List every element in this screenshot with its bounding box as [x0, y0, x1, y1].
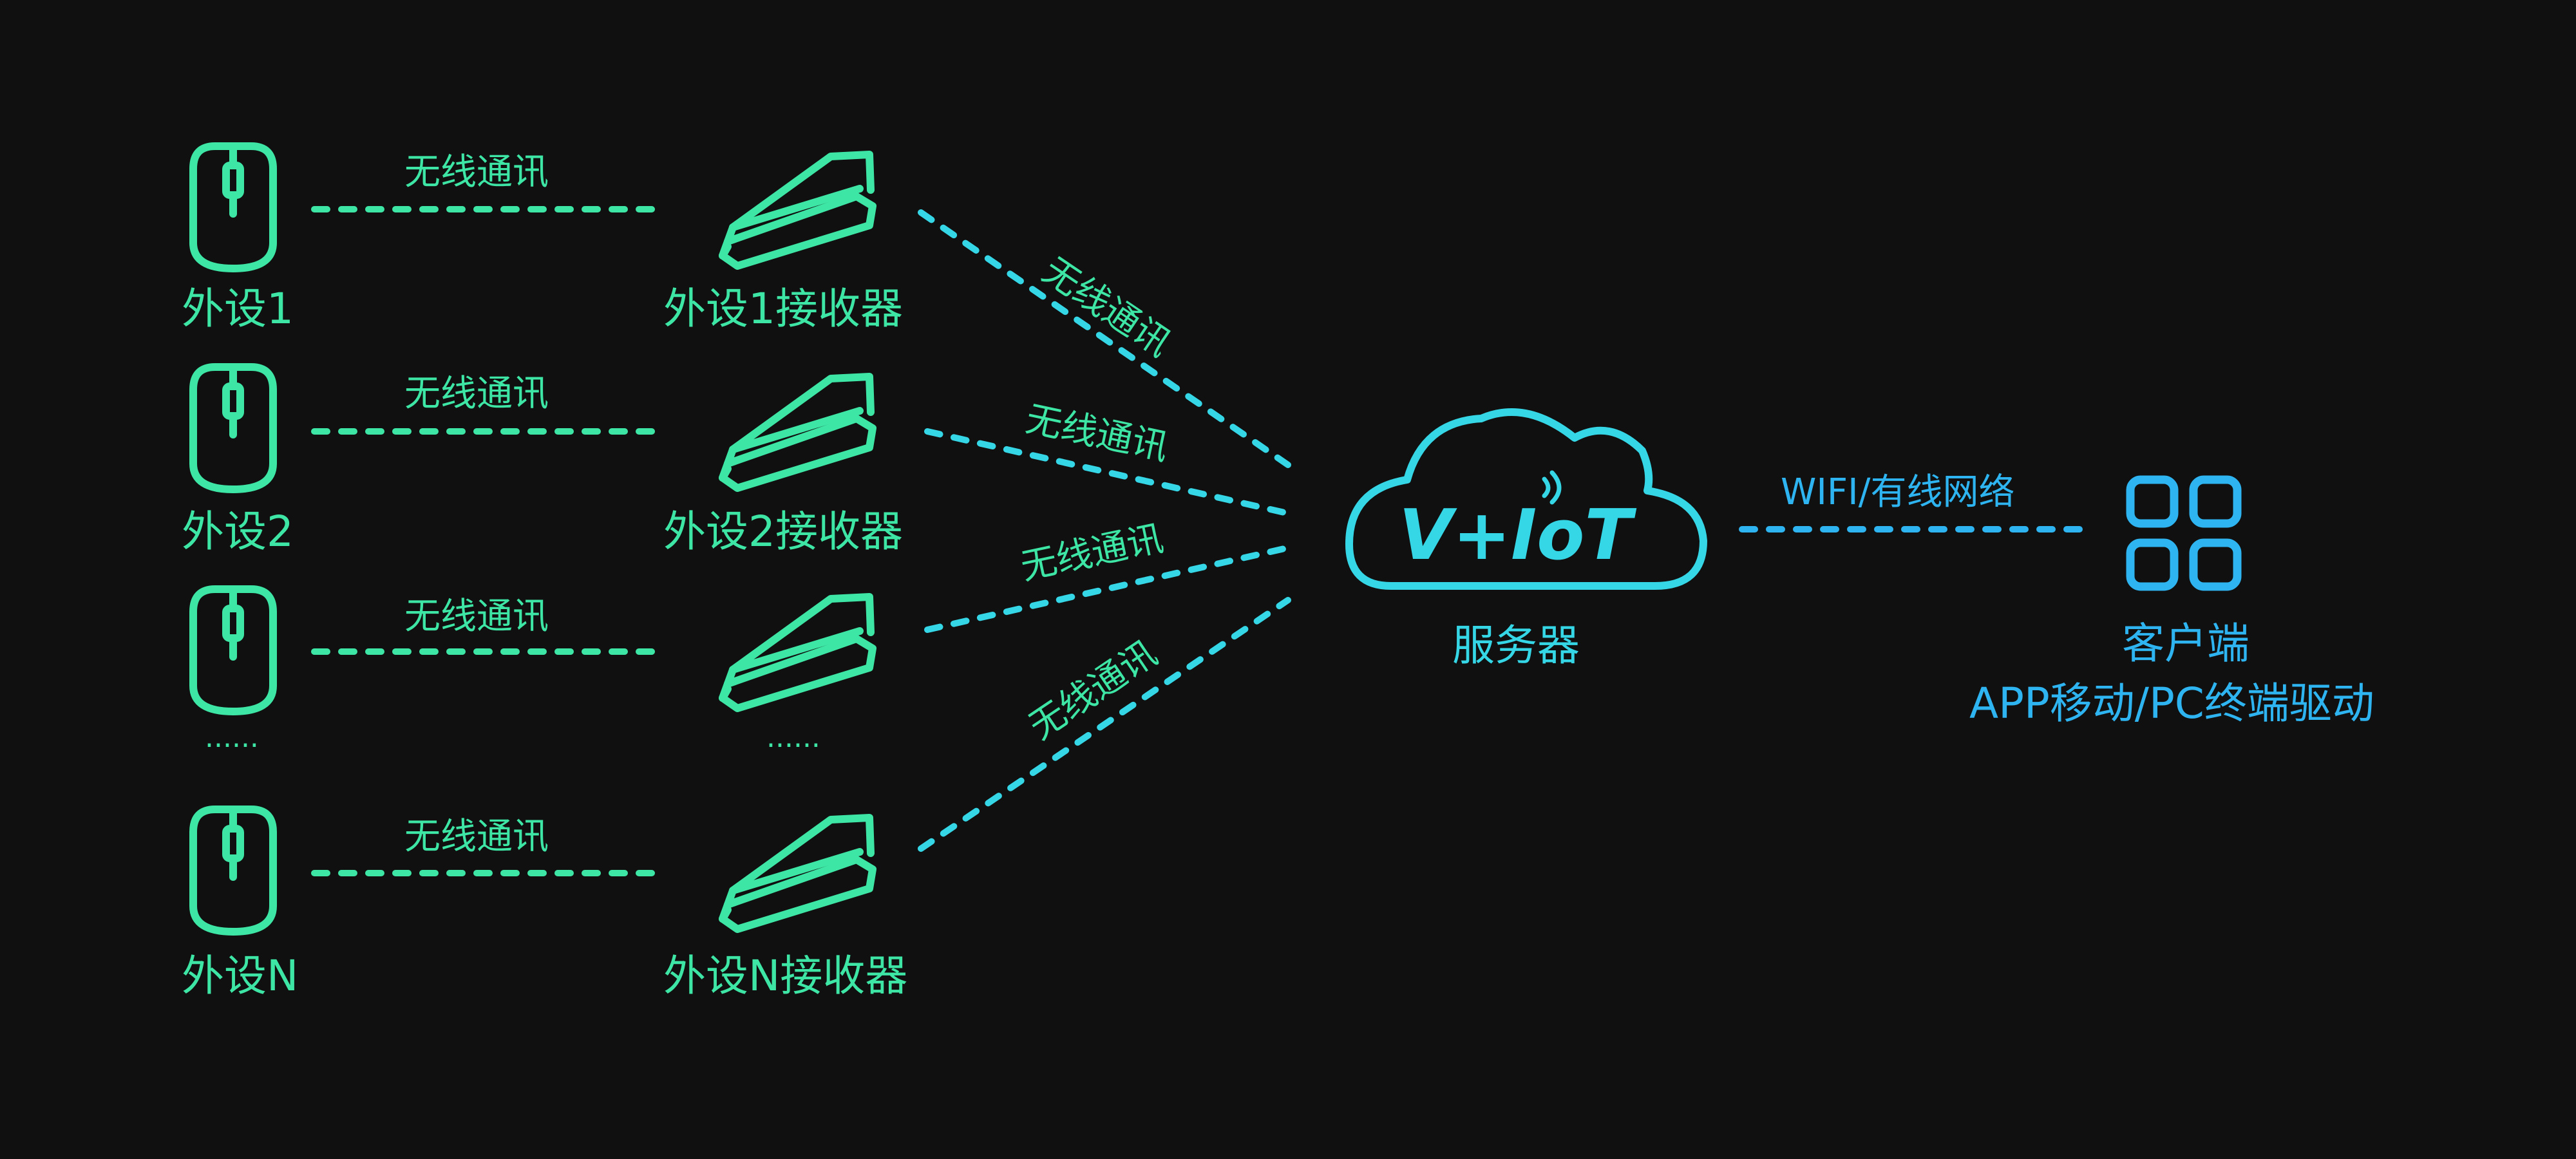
mouse-icon — [193, 809, 273, 932]
receiver-ellipsis: ...... — [766, 721, 820, 754]
server-link-line — [924, 428, 1299, 518]
receiver-icon — [723, 818, 873, 929]
receiver-label: 外设1接收器 — [663, 284, 903, 334]
link-label: 无线通讯 — [404, 816, 549, 858]
receiver-label: 外设2接收器 — [663, 507, 903, 556]
peripheral-row: 外设1 无线通讯 外设1接收器 — [182, 146, 903, 334]
receiver-icon — [723, 377, 873, 488]
signal-icon — [1542, 470, 1562, 505]
cloud-icon — [1345, 408, 1707, 590]
client-sublabel: APP移动/PC终端驱动 — [1969, 679, 2374, 728]
mouse-icon — [193, 367, 273, 489]
receiver-icon — [723, 155, 873, 266]
client-label: 客户端 — [2122, 619, 2249, 668]
server-link-line — [924, 543, 1299, 633]
peripheral-row: ...... 无线通讯 ...... — [193, 589, 873, 754]
server-label: 服务器 — [1452, 621, 1580, 670]
peripheral-row: 外设2 无线通讯 外设2接收器 — [182, 367, 903, 556]
device-label: 外设2 — [182, 507, 294, 556]
device-label: 外设N — [182, 951, 298, 1001]
link-label: 无线通讯 — [404, 596, 549, 637]
link-label: 无线通讯 — [404, 151, 549, 193]
device-label: 外设1 — [182, 284, 294, 334]
app-grid-icon — [2126, 475, 2242, 591]
mouse-icon — [193, 589, 273, 711]
client-node: 客户端 APP移动/PC终端驱动 — [1969, 475, 2374, 728]
link-label: 无线通讯 — [404, 373, 549, 415]
receiver-icon — [723, 597, 873, 708]
iot-logo: V+IoT — [1399, 495, 1636, 576]
device-ellipsis: ...... — [205, 721, 259, 754]
receiver-server-links: 无线通讯 无线通讯 无线通讯 无线通讯 — [918, 209, 1299, 852]
server-node: V+IoT 服务器 — [1345, 408, 1707, 670]
server-link-line — [918, 597, 1291, 852]
network-link-label: WIFI/有线网络 — [1781, 471, 2014, 513]
server-link-line — [918, 209, 1291, 468]
peripheral-row: 外设N 无线通讯 外设N接收器 — [182, 809, 907, 1001]
receiver-label: 外设N接收器 — [663, 951, 907, 1001]
server-link-label: 无线通讯 — [1021, 632, 1164, 748]
mouse-icon — [193, 146, 273, 269]
